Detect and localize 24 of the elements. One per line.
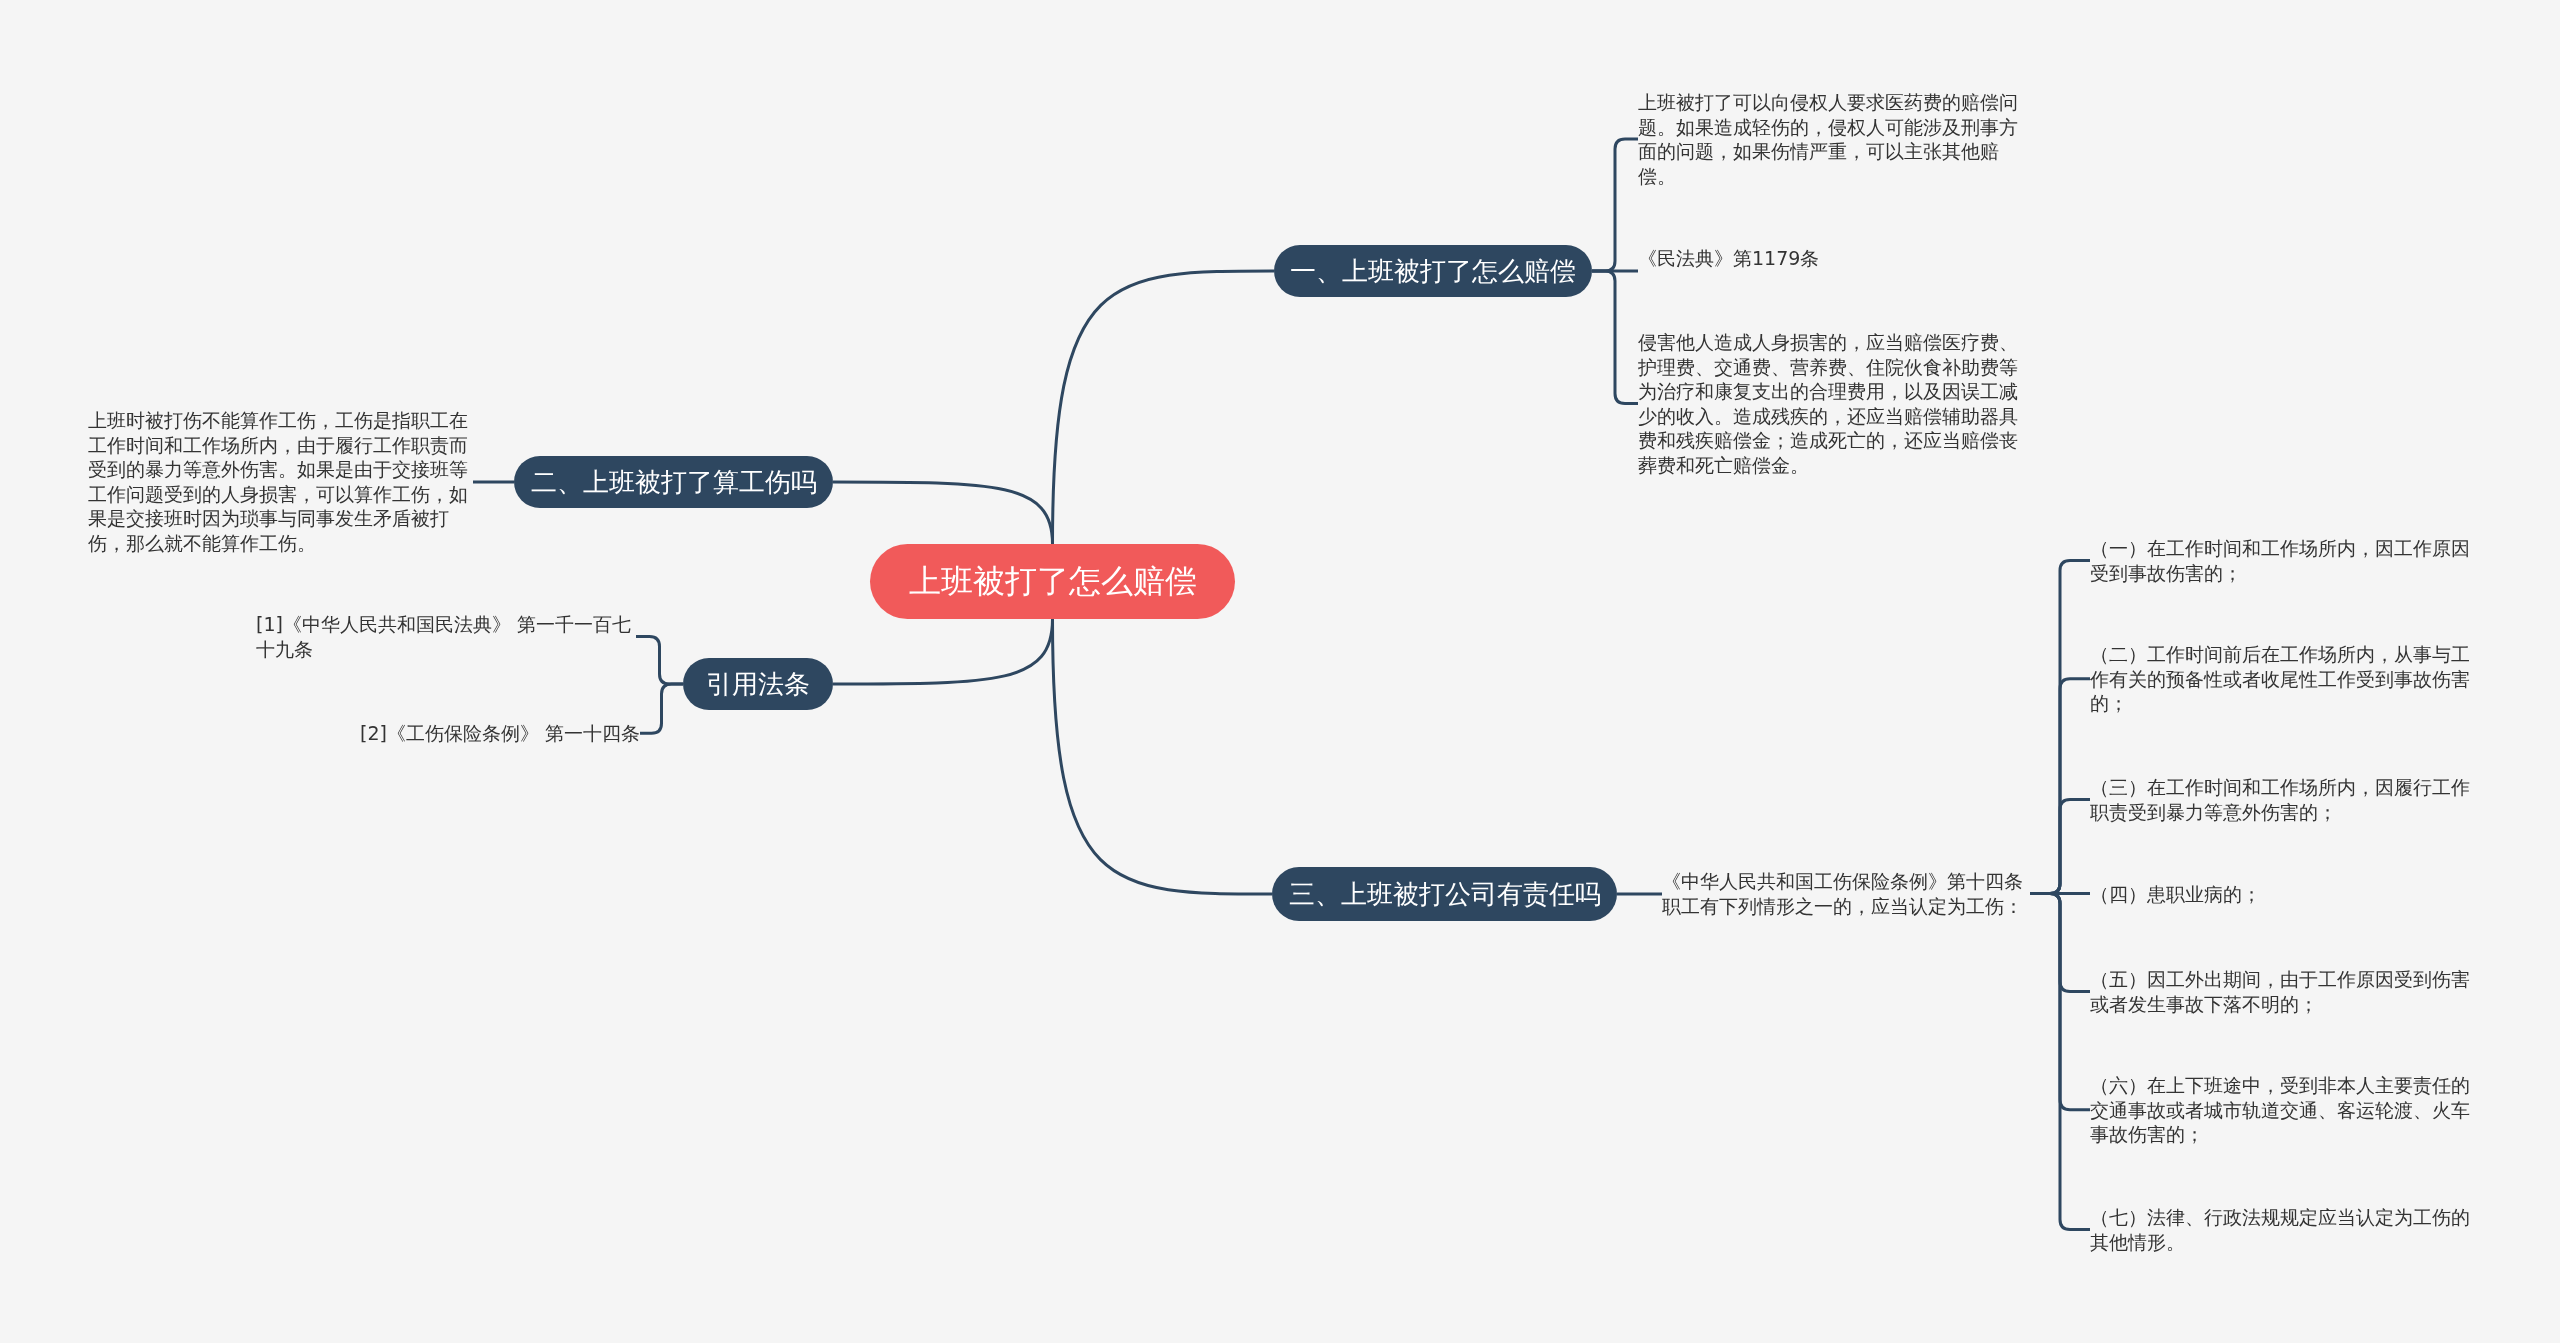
central-topic: 上班被打了怎么赔偿: [870, 544, 1235, 619]
topic-pill: 三、上班被打公司有责任吗: [1272, 867, 1617, 921]
note-text: （六）在上下班途中，受到非本人主要责任的交通事故或者城市轨道交通、客运轮渡、火车事故伤害的；: [2090, 1073, 2480, 1147]
note-text: （一）在工作时间和工作场所内，因工作原因受到事故伤害的；: [2090, 536, 2480, 585]
note-text: 侵害他人造成人身损害的，应当赔偿医疗费、护理费、交通费、营养费、住院伙食补助费等为治疗和康复支出的合理费用，以及因误工减少的收入。造成残疾的，还应当赔偿辅助器具费和残疾赔偿金；造成死亡的，还应当赔偿丧葬费和死亡赔偿金。: [1638, 330, 2023, 477]
topic-pill: 一、上班被打了怎么赔偿: [1274, 245, 1592, 297]
connector-line: [1617, 892, 1662, 896]
note-text: （五）因工外出期间，由于工作原因受到伤害或者发生事故下落不明的；: [2090, 967, 2480, 1016]
note-text: （七）法律、行政法规规定应当认定为工伤的其他情形。: [2090, 1205, 2480, 1254]
note-text: 《中华人民共和国工伤保险条例》第十四条职工有下列情形之一的，应当认定为工伤：: [1662, 869, 2030, 918]
note-text: [2]《工伤保险条例》 第一十四条: [330, 721, 640, 746]
note-text: （二）工作时间前后在工作场所内，从事与工作有关的预备性或者收尾性工作受到事故伤害的；: [2090, 642, 2480, 716]
note-text: 上班时被打伤不能算作工伤，工伤是指职工在工作时间和工作场所内，由于履行工作职责而受到的暴力等意外伤害。如果是由于交接班等工作问题受到的人身损害，可以算作工伤，如果是交接班时因为琐事与同事发生矛盾被打伤，那么就不能算作工伤。: [88, 408, 473, 555]
note-text: （三）在工作时间和工作场所内，因履行工作职责受到暴力等意外伤害的；: [2090, 775, 2480, 824]
connector-line: [473, 480, 514, 484]
note-text: （四）患职业病的；: [2090, 882, 2480, 907]
note-text: [1]《中华人民共和国民法典》 第一千一百七十九条: [256, 612, 636, 661]
topic-pill: 引用法条: [683, 658, 833, 710]
note-text: 上班被打了可以向侵权人要求医药费的赔偿问题。如果造成轻伤的，侵权人可能涉及刑事方面的问题，如果伤情严重，可以主张其他赔偿。: [1638, 90, 2023, 188]
connector-line: [1051, 618, 1272, 896]
topic-pill: 二、上班被打了算工伤吗: [514, 456, 833, 508]
connector-line: [640, 682, 683, 735]
connector-line: [833, 480, 1054, 545]
note-text: 《民法典》第1179条: [1638, 246, 2023, 271]
